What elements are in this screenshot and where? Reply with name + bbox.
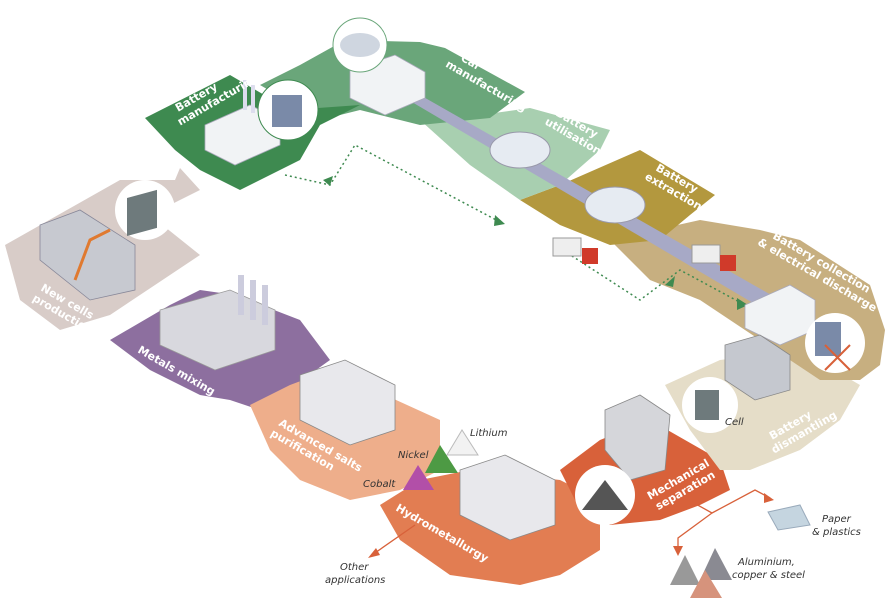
- label-cobalt: Cobalt: [363, 479, 396, 490]
- label-cell: Cell: [725, 417, 744, 428]
- arrow-icon: [323, 176, 333, 186]
- plant-hydrometallurgy: [459, 454, 556, 541]
- label-aluminium-copper-steel: Aluminium,copper & steel: [732, 557, 805, 581]
- copper-pile: [700, 548, 732, 580]
- truck: [691, 244, 736, 271]
- truck: [552, 237, 598, 264]
- car-icon: [340, 33, 380, 57]
- lithium-pile: [446, 429, 479, 456]
- plant-advanced-salts: [299, 359, 396, 446]
- discharged-battery-icon: [815, 322, 841, 356]
- nickel-pile: [425, 445, 458, 473]
- machine-mechanical-separation: [604, 394, 671, 481]
- label-nickel: Nickel: [398, 450, 429, 461]
- black-mass-pile-icon: [582, 480, 628, 510]
- cobalt-pile: [403, 465, 434, 490]
- car-battery-utilisation: [489, 131, 551, 169]
- label-lithium: Lithium: [470, 428, 508, 439]
- output-arrow-other: [371, 524, 416, 556]
- car-battery-extraction: [584, 186, 646, 224]
- paper-plastics-icon: [767, 504, 811, 531]
- dotted-return-path-2: [554, 244, 746, 306]
- no-electricity-icon: [824, 344, 851, 371]
- workstation-dismantling: [724, 334, 791, 401]
- arrow-icon: [737, 298, 748, 310]
- label-paper-plastics: Paper& plastics: [812, 514, 861, 538]
- cell-icon: [695, 390, 719, 420]
- output-arrow-split: [677, 497, 714, 550]
- dotted-return-path: [284, 144, 501, 223]
- arrow-icon: [494, 215, 505, 226]
- plant-metals-mixing: [159, 275, 276, 371]
- arrow-icon: [673, 546, 683, 556]
- battery-module-icon: [272, 95, 302, 127]
- aluminium-pile: [670, 555, 700, 585]
- arrow-icon: [764, 493, 774, 503]
- arrow-icon: [665, 276, 675, 287]
- arrow-icon: [368, 548, 380, 558]
- steel-pile: [690, 570, 722, 598]
- battery-cell-icon: [127, 189, 157, 236]
- machine-new-cells: [39, 209, 136, 301]
